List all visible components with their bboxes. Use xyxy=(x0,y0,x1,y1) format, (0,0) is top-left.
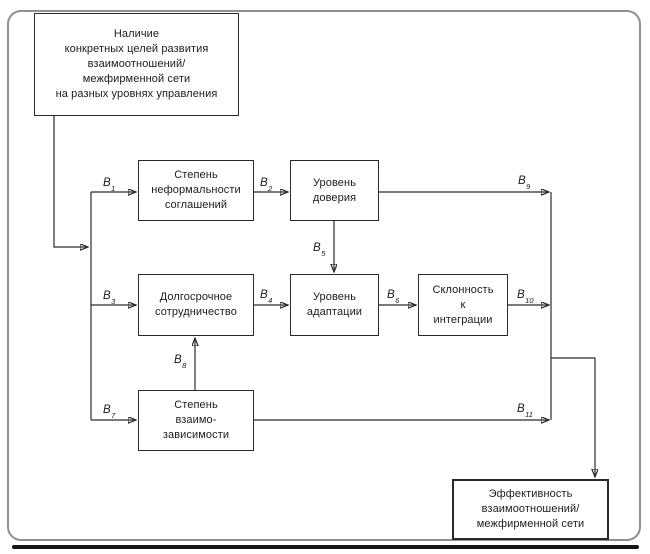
node-integration: Склонность к интеграции xyxy=(418,274,508,336)
edge-label-b4-sub: 4 xyxy=(268,296,273,306)
node-longterm-line: сотрудничество xyxy=(155,306,237,318)
edge-label-b6: B6 xyxy=(387,289,399,305)
edge-label-b3-base: B xyxy=(103,290,111,302)
connector-collector-to-effectiveness xyxy=(551,357,595,477)
node-goal-line: Наличие xyxy=(113,28,160,40)
connector-goal-to-spine xyxy=(53,116,88,247)
node-goal-line: взаимоотношений/ xyxy=(87,58,186,70)
edge-label-b4-base: B xyxy=(260,289,268,301)
edge-label-b11-sub: 11 xyxy=(525,410,533,420)
edge-label-b6-base: B xyxy=(387,289,395,301)
node-goal-line: межфирменной сети xyxy=(82,73,191,85)
node-effectiveness-line: взаимоотношений/ xyxy=(481,503,580,515)
edge-label-b2-base: B xyxy=(260,177,268,189)
edge-label-b10-sub: 10 xyxy=(525,296,534,306)
edge-label-b10: B10 xyxy=(517,289,534,305)
page-edge-line xyxy=(12,545,639,549)
node-informality-line: неформальности xyxy=(151,184,241,196)
edge-label-b5: B5 xyxy=(313,242,325,258)
edge-label-b8-base: B xyxy=(174,354,182,366)
node-interdependence-line: взаимо- xyxy=(175,414,217,426)
node-interdependence-line: Степень xyxy=(174,399,218,411)
node-adaptation-line: Уровень xyxy=(312,291,357,303)
edge-label-b10-base: B xyxy=(517,289,525,301)
node-trust-line: Уровень xyxy=(312,176,357,189)
edge-label-b1-base: B xyxy=(103,177,111,189)
node-longterm: Долгосрочное сотрудничество xyxy=(138,274,254,336)
node-integration-line: интеграции xyxy=(433,313,493,326)
node-effectiveness: Эффективность взаимоотношений/ межфирмен… xyxy=(452,479,609,540)
edge-label-b7-base: B xyxy=(103,404,111,416)
edge-label-b9-sub: 9 xyxy=(526,182,531,192)
node-informality: Степень неформальности соглашений xyxy=(138,160,254,221)
edge-label-b11-base: B xyxy=(517,403,525,415)
edge-label-b2-sub: 2 xyxy=(268,184,273,194)
node-informality-line: соглашений xyxy=(164,199,228,211)
node-longterm-line: Долгосрочное xyxy=(159,291,233,303)
node-integration-line: Склонность xyxy=(432,283,494,296)
node-interdependence: Степень взаимо- зависимости xyxy=(138,390,254,451)
edge-label-b5-sub: 5 xyxy=(321,249,326,259)
node-integration-line: к xyxy=(460,298,466,311)
node-effectiveness-line: межфирменной сети xyxy=(476,518,585,530)
edge-label-b3: B3 xyxy=(103,290,115,306)
edge-label-b11: B11 xyxy=(517,403,533,419)
node-adaptation-line: адаптации xyxy=(306,306,363,318)
edge-label-b2: B2 xyxy=(260,177,272,193)
node-goal-line: конкретных целей развития xyxy=(64,43,209,55)
edge-label-b4: B4 xyxy=(260,289,272,305)
edge-label-b9-base: B xyxy=(518,175,526,187)
node-goal-line: на разных уровнях управления xyxy=(55,88,218,100)
node-effectiveness-line: Эффективность xyxy=(488,488,573,500)
edge-label-b8-sub: 8 xyxy=(182,361,187,371)
edge-label-b3-sub: 3 xyxy=(111,297,116,307)
edge-label-b6-sub: 6 xyxy=(395,296,400,306)
edge-label-b7-sub: 7 xyxy=(111,411,116,421)
node-interdependence-line: зависимости xyxy=(162,429,230,441)
node-adaptation: Уровень адаптации xyxy=(290,274,379,336)
node-trust: Уровень доверия xyxy=(290,160,379,221)
edge-label-b9: B9 xyxy=(518,175,530,191)
node-informality-line: Степень xyxy=(174,169,218,181)
edge-label-b1-sub: 1 xyxy=(111,184,116,194)
edge-label-b5-base: B xyxy=(313,242,321,254)
edge-label-b1: B1 xyxy=(103,177,115,193)
edge-label-b7: B7 xyxy=(103,404,115,420)
node-goal: Наличие конкретных целей развития взаимо… xyxy=(34,13,239,116)
node-trust-line: доверия xyxy=(312,191,357,204)
edge-label-b8: B8 xyxy=(174,354,186,370)
